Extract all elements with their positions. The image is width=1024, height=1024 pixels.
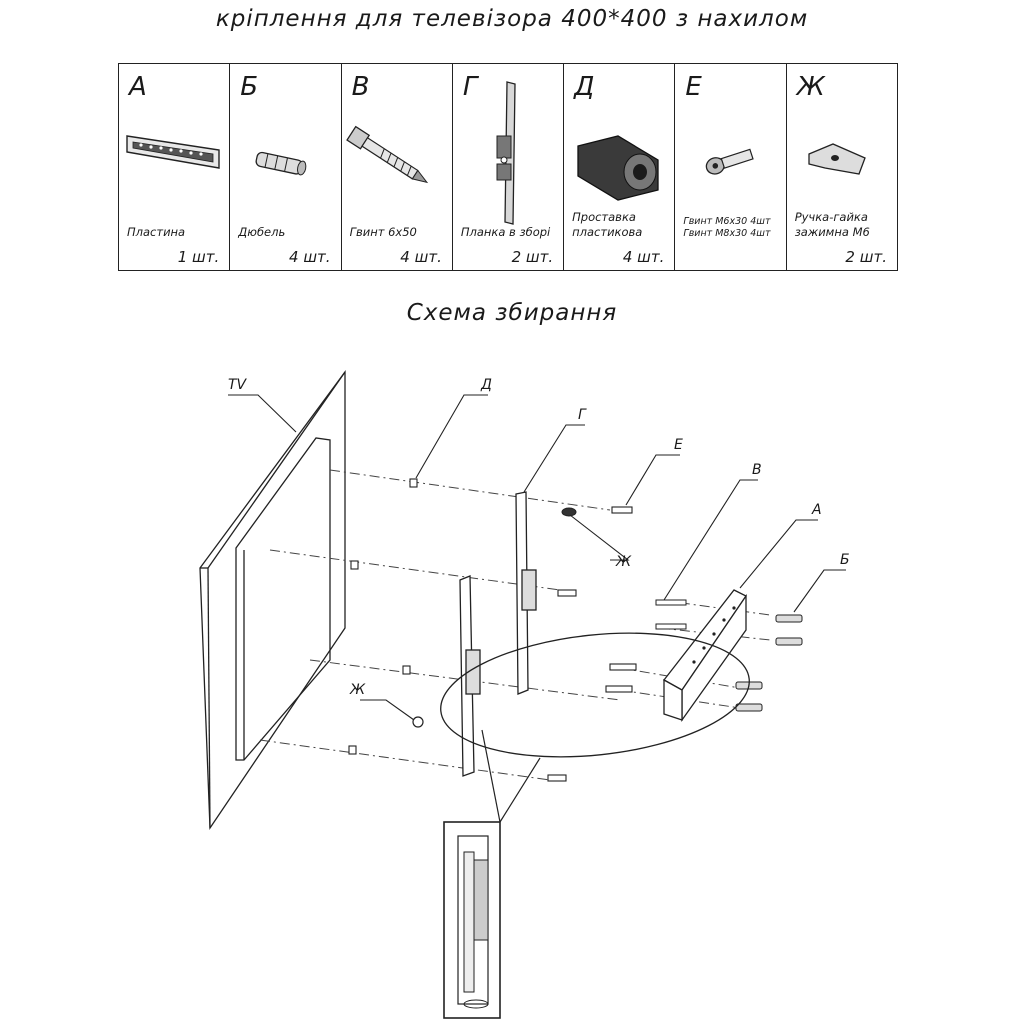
tv-panel [199, 370, 346, 831]
bolt-icon [706, 148, 755, 175]
part-qty: 4 шт. [400, 248, 442, 266]
part-name: Проставка пластикова [572, 210, 643, 239]
label-d: Д [480, 377, 492, 393]
part-qty: 4 шт. [622, 248, 665, 266]
plate-icon [126, 135, 220, 169]
wall-plate [663, 589, 747, 723]
screw-icon [345, 125, 428, 184]
part-name: Гвинт 6х50 [349, 225, 417, 239]
label-v: В [752, 462, 762, 478]
spacer-parts [348, 478, 418, 755]
wing-nut-upper [561, 507, 577, 517]
part-name: Планка в зборі [460, 225, 551, 239]
part-qty: 2 шт. [511, 248, 554, 266]
wing-nut-icon [808, 143, 866, 175]
part-qty: 2 шт. [845, 248, 887, 266]
part-cell-d: Д Проставка пластикова 4 шт. [564, 64, 676, 270]
bolts [547, 506, 637, 782]
part-qty: 1 шт. [177, 248, 220, 266]
part-qty: 4 шт. [289, 248, 331, 266]
part-name: Пластина [127, 225, 186, 239]
part-name: Дюбель [238, 225, 286, 239]
part-name: Гвинт М6х30 4шт Гвинт М8х30 4шт [683, 216, 771, 239]
zoom-ellipse [440, 632, 750, 758]
part-cell-g: Г Планка в зборі 2 шт. [453, 64, 565, 270]
part-letter: Б [240, 72, 259, 102]
part-letter: А [129, 72, 147, 102]
wing-nut-lower [412, 716, 424, 728]
parts-table: А Пластина 1 шт. Б Дюбель 4 шт. В [118, 63, 898, 271]
part-cell-e: Е Гвинт М6х30 4шт Гвинт М8х30 4шт [675, 64, 787, 270]
part-cell-zh: Ж Ручка-гайка зажимна М6 2 шт. [787, 64, 897, 270]
part-letter: Е [685, 72, 702, 102]
detail-view [443, 821, 501, 1019]
part-cell-v: В Гвинт 6х50 4 шт. [342, 64, 453, 270]
label-e: Е [674, 437, 683, 453]
tv-inner-frame [235, 437, 331, 761]
label-tv: TV [228, 377, 248, 393]
scheme-title: Схема збирання [406, 300, 618, 326]
part-letter: Г [462, 72, 478, 102]
part-name: Ручка-гайка зажимна М6 [794, 210, 870, 239]
part-cell-b: Б Дюбель 4 шт. [230, 64, 342, 270]
part-letter: В [351, 72, 370, 102]
spacer-icon [577, 135, 659, 201]
screws [655, 599, 687, 630]
bracket-icon [496, 81, 516, 225]
dowels [735, 614, 803, 712]
part-cell-a: А Пластина 1 шт. [119, 64, 231, 270]
label-zh-lower: Ж [349, 682, 366, 698]
label-a: А [811, 502, 822, 518]
leader-lines [228, 394, 846, 721]
page-title: кріплення для телевізора 400*400 з нахил… [215, 6, 809, 32]
label-g: Г [578, 407, 587, 423]
part-letter: Д [574, 72, 595, 102]
label-zh-upper: Ж [615, 554, 632, 570]
dowel-icon [255, 151, 307, 176]
bracket-lower [459, 575, 481, 777]
label-b: Б [840, 552, 850, 568]
bracket-upper [515, 491, 537, 695]
part-letter: Ж [796, 72, 825, 102]
